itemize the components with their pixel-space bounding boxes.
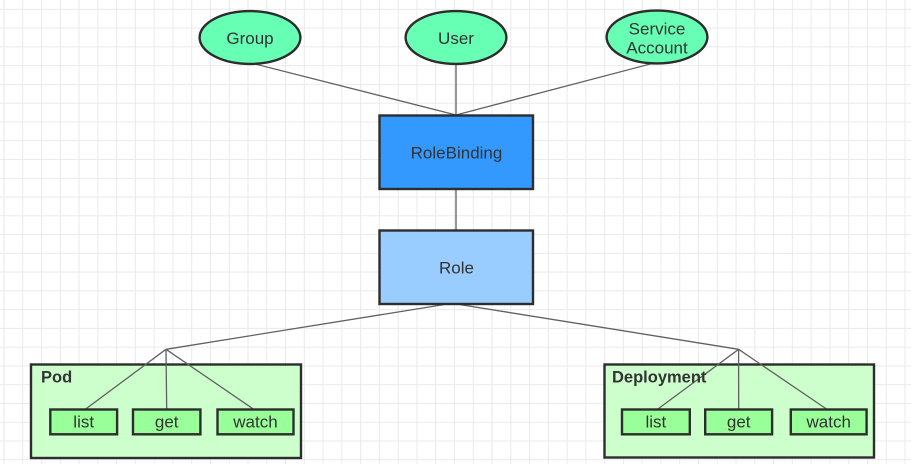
svg-text:RoleBinding: RoleBinding bbox=[411, 144, 503, 163]
svg-text:list: list bbox=[646, 413, 667, 432]
svg-text:watch: watch bbox=[232, 413, 277, 432]
svg-text:watch: watch bbox=[805, 413, 850, 432]
svg-text:Account: Account bbox=[626, 39, 688, 58]
svg-text:Pod: Pod bbox=[41, 369, 72, 387]
svg-text:Service: Service bbox=[629, 19, 686, 38]
svg-text:get: get bbox=[727, 413, 751, 432]
svg-text:Group: Group bbox=[226, 29, 273, 48]
svg-text:list: list bbox=[73, 413, 94, 432]
svg-text:Deployment: Deployment bbox=[612, 369, 707, 387]
svg-text:Role: Role bbox=[439, 259, 474, 278]
svg-text:User: User bbox=[438, 29, 474, 48]
svg-text:get: get bbox=[155, 413, 179, 432]
